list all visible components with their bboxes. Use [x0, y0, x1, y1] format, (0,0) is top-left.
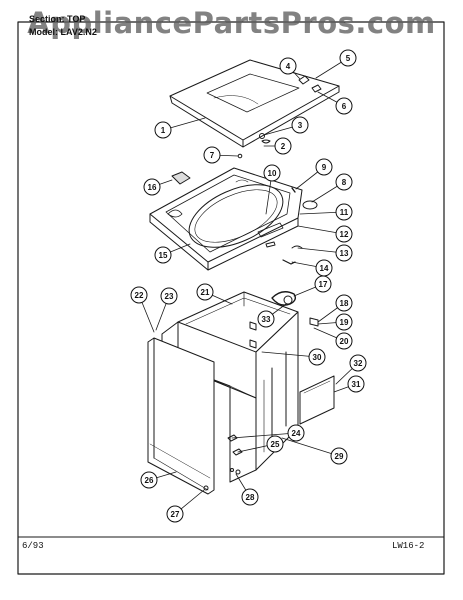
callout-number-19: 19 — [340, 318, 349, 327]
callout-number-31: 31 — [352, 380, 361, 389]
page-frame — [17, 21, 445, 575]
callout-number-20: 20 — [340, 337, 349, 346]
callout-number-11: 11 — [340, 208, 349, 217]
callout-circle-25 — [266, 435, 284, 453]
callout-number-2: 2 — [281, 142, 286, 151]
callout-circle-27 — [166, 505, 184, 523]
callout-circle-3 — [291, 116, 309, 134]
callout-number-32: 32 — [354, 359, 363, 368]
rear-panel — [299, 375, 335, 425]
model-label: Model: LAV2.N2 — [29, 27, 97, 37]
callout-circle-22 — [130, 286, 148, 304]
callout-number-10: 10 — [268, 169, 277, 178]
callout-circle-19 — [335, 313, 353, 331]
callout-number-4: 4 — [286, 62, 291, 71]
callout-number-24: 24 — [292, 429, 301, 438]
callout-number-8: 8 — [342, 178, 347, 187]
callout-circle-9 — [315, 158, 333, 176]
callout-circle-8 — [335, 173, 353, 191]
callout-circle-13 — [335, 244, 353, 262]
leader-line-30 — [261, 351, 318, 358]
top-cover-hardware — [171, 171, 318, 265]
callout-number-18: 18 — [340, 299, 349, 308]
callout-circle-5 — [339, 49, 357, 67]
callout-circle-2 — [274, 137, 292, 155]
leader-line-24 — [231, 432, 297, 439]
callout-circle-32 — [349, 354, 367, 372]
callout-number-28: 28 — [246, 493, 255, 502]
footer-date: 6/93 — [22, 541, 44, 551]
callout-circle-30 — [308, 348, 326, 366]
callout-number-12: 12 — [340, 230, 349, 239]
callout-number-33: 33 — [262, 315, 271, 324]
callout-circle-33 — [257, 310, 275, 328]
callout-number-25: 25 — [271, 440, 280, 449]
callout-number-1: 1 — [161, 126, 166, 135]
callout-circle-24 — [287, 424, 305, 442]
callout-circle-15 — [154, 246, 172, 264]
callout-number-5: 5 — [346, 54, 351, 63]
callout-number-30: 30 — [313, 353, 322, 362]
callout-circle-26 — [140, 471, 158, 489]
top-hardware-parts — [237, 75, 322, 159]
callout-number-22: 22 — [135, 291, 144, 300]
callout-circle-18 — [335, 294, 353, 312]
top-cover — [149, 167, 303, 271]
callout-number-27: 27 — [171, 510, 180, 519]
callout-circle-4 — [279, 57, 297, 75]
callout-circle-6 — [335, 97, 353, 115]
callout-number-14: 14 — [320, 264, 329, 273]
callout-circle-7 — [203, 146, 221, 164]
callout-number-3: 3 — [298, 121, 303, 130]
callout-circle-20 — [335, 332, 353, 350]
callout-number-26: 26 — [145, 476, 154, 485]
callout-circle-21 — [196, 283, 214, 301]
callout-number-15: 15 — [159, 251, 168, 260]
leader-line-29 — [281, 437, 340, 457]
callout-number-21: 21 — [201, 288, 210, 297]
callout-circle-31 — [347, 375, 365, 393]
callout-number-6: 6 — [342, 102, 347, 111]
callout-circle-28 — [241, 488, 259, 506]
callout-number-23: 23 — [165, 292, 174, 301]
section-label: Section: TOP — [29, 14, 86, 24]
callout-circle-17 — [314, 275, 332, 293]
cabinet-hardware — [203, 291, 319, 491]
callout-number-17: 17 — [319, 280, 328, 289]
callout-circle-29 — [330, 447, 348, 465]
callout-circle-16 — [143, 178, 161, 196]
watermark-text: AppliancePartsPros.com — [27, 6, 436, 40]
callout-circle-11 — [335, 203, 353, 221]
callout-number-29: 29 — [335, 452, 344, 461]
callout-circle-12 — [335, 225, 353, 243]
left-side-panel — [147, 337, 215, 495]
top-lid-panel — [169, 59, 340, 148]
callout-number-13: 13 — [340, 249, 349, 258]
callout-circle-10 — [263, 164, 281, 182]
callout-number-16: 16 — [148, 183, 157, 192]
callout-circle-23 — [160, 287, 178, 305]
cabinet-body — [177, 291, 299, 471]
callout-number-7: 7 — [210, 151, 215, 160]
footer-page-code: LW16-2 — [392, 541, 425, 551]
callout-number-9: 9 — [322, 163, 327, 172]
callout-circle-1 — [154, 121, 172, 139]
